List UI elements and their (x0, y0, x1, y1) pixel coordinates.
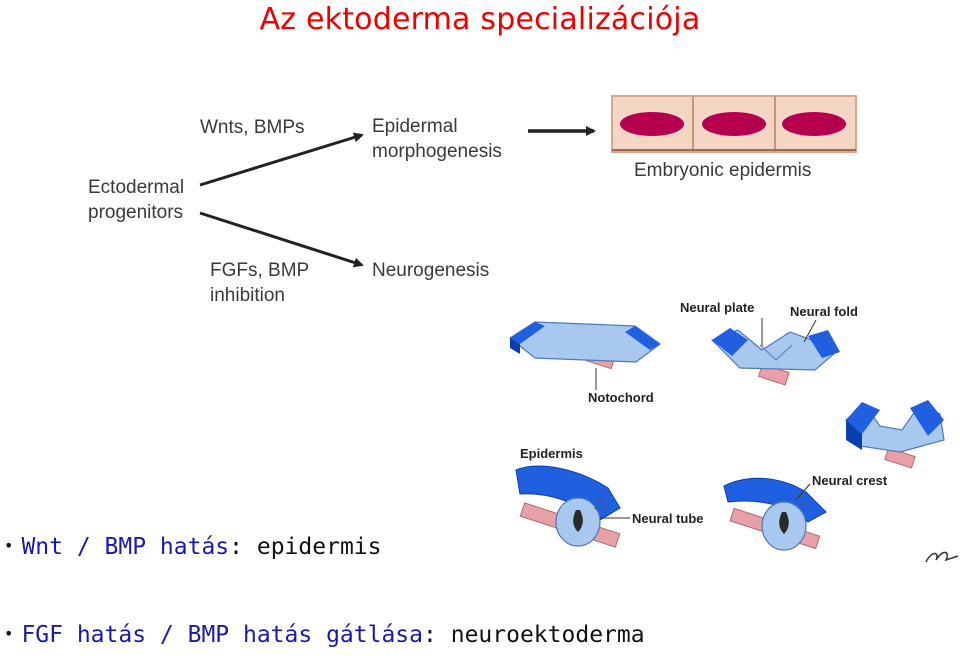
signature-mark (925, 551, 959, 563)
bullet-colon: : (229, 534, 244, 560)
source-label: Ectodermal progenitors (88, 175, 184, 225)
bullet-suffix: neuroektoderma (436, 622, 645, 648)
neural-plate-label: Neural plate (680, 300, 755, 315)
source-line1: Ectodermal (88, 177, 185, 198)
neural-crest-label: Neural crest (812, 473, 888, 488)
nucleus (782, 112, 846, 136)
bullet-suffix: epidermis (243, 534, 382, 560)
lower-outcome-label: Neurogenesis (372, 260, 490, 281)
nucleus (702, 112, 766, 136)
bullet-dot: • (4, 536, 14, 555)
arrow-to-neurogenesis (199, 211, 364, 268)
upper-outcome-line2: morphogenesis (372, 141, 502, 162)
bullet-colon: : (423, 622, 437, 648)
lower-signal-label: FGFs, BMP inhibition (210, 258, 309, 308)
notochord-label: Notochord (588, 390, 654, 405)
epidermis-label: Epidermis (520, 446, 583, 461)
bullet-fgf: • FGF hatás / BMP hatás gátlása: neuroekt… (4, 622, 645, 648)
bullet-dot: • (4, 624, 14, 643)
epidermis-cells (611, 95, 857, 153)
neural-tube-label: Neural tube (632, 511, 704, 526)
stage-tube-right (723, 477, 827, 551)
stage-folds-rising (845, 400, 945, 469)
lower-signal-line2: inhibition (210, 285, 285, 306)
bullet-prefix: FGF hatás / BMP hatás gátlása (21, 622, 424, 648)
epidermis-caption: Embryonic epidermis (634, 160, 812, 181)
stage-flat-plate (508, 321, 662, 390)
upper-signal-label: Wnts, BMPs (200, 117, 305, 138)
stage-neural-fold (710, 318, 840, 386)
source-line2: progenitors (88, 202, 184, 223)
bullet-prefix: Wnt / BMP hatás (21, 534, 230, 560)
nucleus (620, 112, 684, 136)
page-title: Az ektoderma specializációja (259, 2, 701, 37)
neurulation-illustration (508, 318, 959, 563)
lower-signal-line1: FGFs, BMP (210, 260, 310, 281)
bullet-wnt-bmp: • Wnt / BMP hatás: epidermis (4, 534, 382, 560)
arrow-to-epidermal (199, 132, 364, 187)
upper-outcome-label: Epidermal morphogenesis (372, 114, 502, 164)
stage-tube-left (515, 465, 630, 548)
neural-fold-label: Neural fold (790, 304, 858, 319)
upper-outcome-line1: Epidermal (372, 116, 458, 137)
